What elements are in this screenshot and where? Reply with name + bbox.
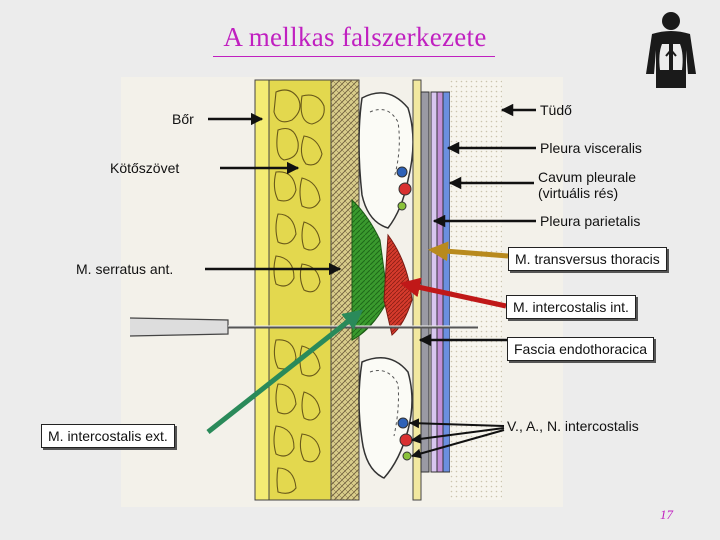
skin-layer: [254, 79, 270, 501]
label-cavum-line2: (virtuális rés): [538, 185, 619, 201]
upper-nerve: [397, 201, 407, 211]
fat-layer: [268, 79, 332, 501]
label-kotoszovet: Kötőszövet: [110, 160, 180, 176]
label-pleura-visceralis: Pleura visceralis: [540, 140, 642, 156]
upper-artery: [396, 166, 408, 178]
human-torso-lungs-icon: [646, 12, 696, 88]
label-intercostalis-ext: M. intercostalis ext.: [41, 424, 175, 448]
lower-nerve: [402, 451, 412, 461]
label-cavum-pleurale: Cavum pleurale (virtuális rés): [538, 169, 636, 201]
label-fascia: Fascia endothoracica: [507, 337, 655, 361]
label-intercostalis-int: M. intercostalis int.: [506, 295, 636, 319]
pointer-nerve: [411, 429, 505, 459]
lower-artery: [397, 417, 409, 429]
upper-vein: [398, 182, 412, 196]
visceral-pleura: [436, 91, 444, 473]
fascia-layer: [412, 79, 422, 501]
label-transversus: M. transversus thoracis: [508, 247, 667, 271]
arrow-intercostalis-ext: [206, 309, 364, 434]
needle-hub: [129, 317, 229, 337]
label-van-intercostalis: V., A., N. intercostalis: [507, 418, 639, 434]
lower-vein: [399, 433, 413, 447]
intercostal-internal-muscle: [383, 233, 413, 336]
label-serratus: M. serratus ant.: [76, 261, 174, 277]
arrow-intercostalis-int: [400, 277, 507, 309]
upper-rib: [358, 92, 414, 229]
parietal-pleura: [420, 91, 430, 473]
label-bor: Bőr: [172, 111, 194, 127]
arrow-transversus: [428, 241, 509, 262]
page-title: A mellkas falszerkezete: [223, 22, 487, 52]
pointer-vein: [411, 427, 505, 444]
page-number: 17: [660, 507, 673, 522]
pointer-artery: [409, 418, 505, 429]
label-cavum-line1: Cavum pleurale: [538, 169, 637, 185]
label-pleura-parietalis: Pleura parietalis: [540, 213, 641, 229]
label-tudo: Tüdő: [540, 102, 572, 118]
pleural-cavity: [430, 91, 438, 473]
title-underline: [213, 56, 495, 57]
